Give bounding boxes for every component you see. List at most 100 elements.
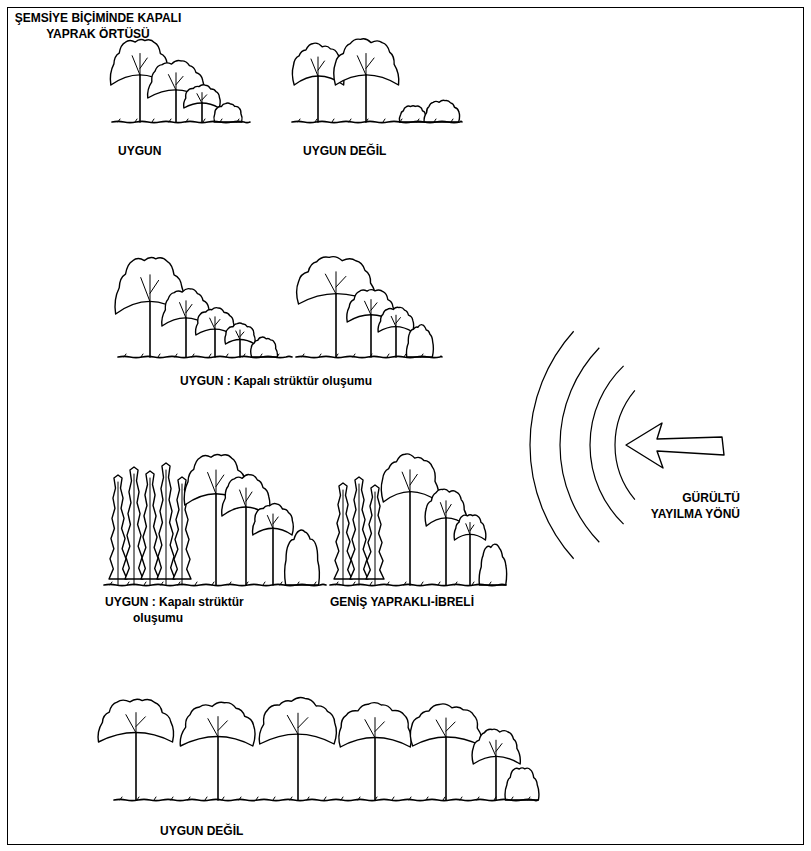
grass-tick [324,797,326,800]
grass-tick [489,582,491,585]
grass-tick [135,119,137,122]
grass-tick [366,119,368,122]
grass-tick [438,582,440,585]
grass-tick [358,797,360,800]
tree-trunk [149,302,151,357]
shrub [399,106,426,122]
grass-tick [400,119,402,122]
grass-tick [383,119,385,122]
grass-tick [222,797,224,800]
ground-line [118,356,292,357]
grass-tick [280,582,282,585]
tree-branches [236,330,244,340]
grass-tick [421,582,423,585]
shrub [251,337,278,357]
tree-branches [197,93,207,104]
grass-tick [387,582,389,585]
grass-tick [297,582,299,585]
grass-tick [205,797,207,800]
conifer-trunk [118,482,119,585]
grass-tick [511,797,513,800]
ground-line [330,584,506,585]
tree-branches [490,740,502,756]
tree-trunk [214,329,216,357]
grass-tick [443,797,445,800]
tree-trunk [272,528,274,585]
figure-label: UYGUN DEĞİL [303,143,386,159]
ground-line [112,121,250,122]
grass-tick [451,119,453,122]
noise-wave [530,331,574,559]
tree-branches [132,54,147,76]
tree-branches [311,57,325,76]
tree-branches [391,315,400,327]
grass-tick [178,582,180,585]
grass-tick [229,582,231,585]
tree-trunk [175,90,177,122]
grass-tick [336,582,338,585]
grass-tick [158,354,160,357]
grass-tick [472,582,474,585]
grass-tick [353,582,355,585]
shrub [406,325,433,357]
grass-tick [124,354,126,357]
ground-line [114,799,538,800]
grass-tick [220,119,222,122]
tree-trunk [409,492,411,585]
grass-tick [353,354,355,357]
tree-branches [436,718,455,737]
tree-trunk [495,757,497,800]
tree-trunk [370,315,372,357]
tree-trunk [374,738,376,800]
tree-trunk [185,318,187,357]
shrub [424,100,460,122]
grass-tick [455,582,457,585]
ground-line [296,356,442,357]
grass-tick [256,797,258,800]
grass-tick [195,582,197,585]
tree-branches [440,501,451,518]
conifer-trunk [375,492,376,585]
conifer-trunk [343,490,344,585]
grass-tick [494,797,496,800]
frame-border [8,8,804,845]
shrub [214,103,242,122]
tree-trunk [239,340,241,357]
tree-trunk [445,518,447,585]
tree-branches [267,514,278,528]
tree-branches [126,713,145,733]
shrub [505,768,539,800]
tree-trunk [365,75,367,122]
grass-tick [392,797,394,800]
grass-tick [137,797,139,800]
grass-tick [370,354,372,357]
grass-tick [375,797,377,800]
grass-tick [237,119,239,122]
grass-tick [314,582,316,585]
ground-line [292,121,462,122]
grass-tick [192,354,194,357]
tree-branches [365,718,384,738]
grass-tick [298,119,300,122]
grass-tick [319,354,321,357]
grass-tick [370,582,372,585]
grass-tick [152,119,154,122]
grass-tick [336,354,338,357]
tree-trunk [215,494,217,585]
tree-trunk [245,507,247,585]
tree-trunk [335,294,337,357]
tree-branches [357,54,374,76]
tree-branches [141,275,159,302]
grass-tick [341,797,343,800]
tree-trunk [139,75,141,122]
noise-wave [560,348,599,543]
grass-tick [332,119,334,122]
shrub [479,544,507,585]
tree-trunk [217,737,219,800]
grass-tick [188,797,190,800]
grass-tick [226,354,228,357]
grass-tick [387,354,389,357]
figure-label: UYGUN DEĞİL [160,823,243,839]
figure-title: ŞEMSİYE BİÇİMİNDE KAPALI YAPRAK ÖRTÜSÜ [12,10,184,42]
